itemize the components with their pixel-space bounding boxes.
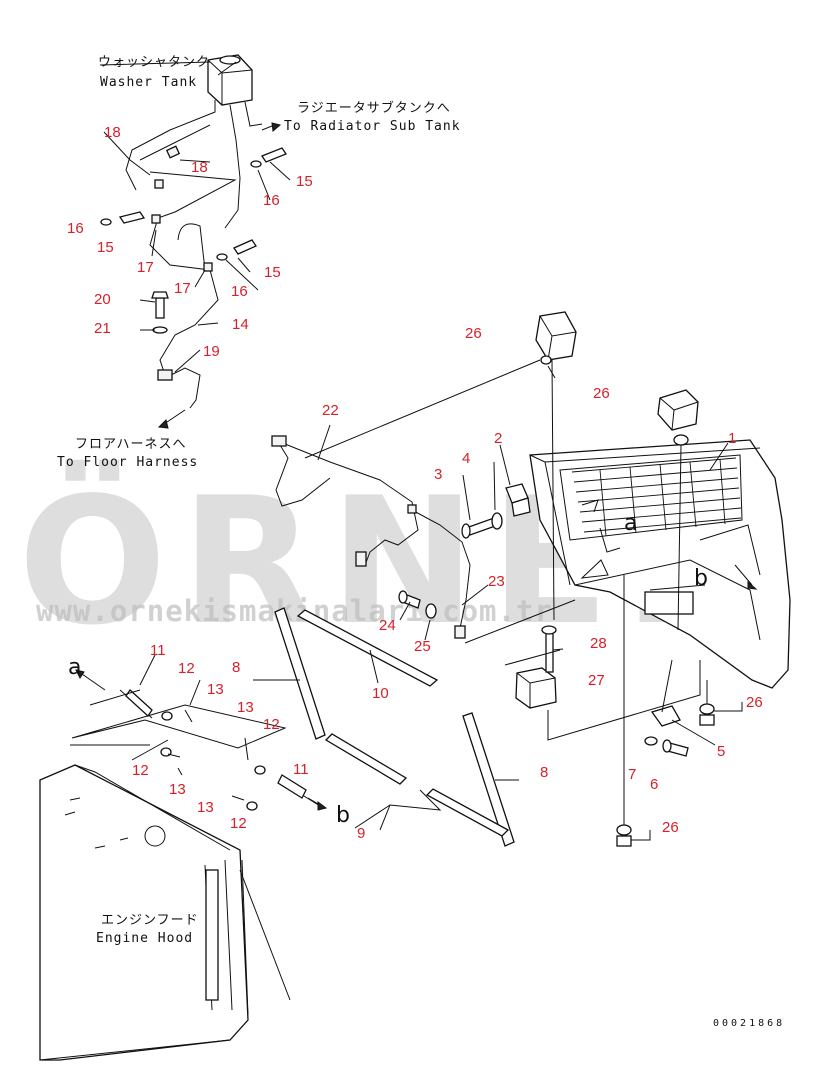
part-number-26: 26 bbox=[593, 385, 610, 402]
part-number-18: 18 bbox=[191, 159, 208, 176]
part-number-9: 9 bbox=[357, 825, 365, 842]
part-number-11: 11 bbox=[293, 761, 309, 778]
part-number-12: 12 bbox=[132, 762, 149, 779]
leader-lines bbox=[70, 131, 729, 831]
part-number-15: 15 bbox=[296, 173, 313, 190]
part-number-17: 17 bbox=[137, 259, 154, 276]
part-number-22: 22 bbox=[322, 402, 339, 419]
part-number-26: 26 bbox=[662, 819, 679, 836]
hood-cover-drawing bbox=[461, 311, 791, 847]
part-number-28: 28 bbox=[590, 635, 607, 652]
part-number-17: 17 bbox=[174, 280, 191, 297]
part-number-15: 15 bbox=[97, 239, 114, 256]
strips-and-fittings-drawing bbox=[71, 607, 515, 847]
part-number-2: 2 bbox=[494, 430, 502, 447]
part-number-26: 26 bbox=[746, 694, 763, 711]
washer-tank-label-jp: ウォッシャタンク bbox=[98, 55, 210, 70]
part-number-6: 6 bbox=[650, 776, 658, 793]
part-number-12: 12 bbox=[263, 716, 280, 733]
washer-tank-label-en: Washer Tank bbox=[100, 75, 197, 90]
part-number-13: 13 bbox=[197, 799, 214, 816]
part-number-24: 24 bbox=[379, 617, 396, 634]
part-number-14: 14 bbox=[232, 316, 249, 333]
floor-harness-label-en: To Floor Harness bbox=[57, 455, 198, 470]
part-number-21: 21 bbox=[94, 320, 111, 337]
radiator-label-en: To Radiator Sub Tank bbox=[284, 119, 461, 134]
part-number-16: 16 bbox=[67, 220, 84, 237]
ref-letter-a: a bbox=[624, 511, 637, 536]
part-number-callouts: 1 2 3 4 5 6 7 8 8 9 10 11 11 12 12 12 12… bbox=[67, 124, 763, 842]
part-number-20: 20 bbox=[94, 291, 111, 308]
part-number-13: 13 bbox=[237, 699, 254, 716]
ref-letter-a: a bbox=[68, 655, 81, 680]
part-number-5: 5 bbox=[717, 743, 725, 760]
ref-letter-b: b bbox=[336, 803, 350, 828]
part-number-8: 8 bbox=[232, 659, 240, 676]
engine-hood-drawing bbox=[39, 764, 291, 1061]
part-number-16: 16 bbox=[231, 283, 248, 300]
part-number-12: 12 bbox=[230, 815, 247, 832]
part-number-8: 8 bbox=[540, 764, 548, 781]
part-number-10: 10 bbox=[372, 685, 389, 702]
part-number-23: 23 bbox=[488, 573, 505, 590]
floor-harness-label-jp: フロアハーネスへ bbox=[75, 437, 186, 452]
part-number-13: 13 bbox=[169, 781, 186, 798]
ref-letter-b: b bbox=[694, 566, 708, 591]
radiator-label-jp: ラジエータサブタンクへ bbox=[297, 100, 451, 116]
part-number-19: 19 bbox=[203, 343, 220, 360]
part-number-7: 7 bbox=[628, 766, 636, 783]
part-number-11: 11 bbox=[150, 642, 166, 659]
part-number-13: 13 bbox=[207, 681, 224, 698]
harness-drawing bbox=[271, 359, 576, 666]
part-number-12: 12 bbox=[178, 660, 195, 677]
engine-hood-label-en: Engine Hood bbox=[96, 931, 193, 946]
part-number-16: 16 bbox=[263, 192, 280, 209]
part-number-1: 1 bbox=[728, 430, 736, 447]
part-number-3: 3 bbox=[434, 466, 442, 483]
watermark-url: www.ornekismakinalari.com.tr bbox=[36, 594, 553, 628]
part-number-25: 25 bbox=[414, 638, 431, 655]
part-number-18: 18 bbox=[104, 124, 121, 141]
document-number: 00021868 bbox=[713, 1018, 785, 1029]
engine-hood-label-jp: エンジンフード bbox=[101, 913, 199, 928]
part-number-4: 4 bbox=[462, 450, 470, 467]
part-number-15: 15 bbox=[264, 264, 281, 281]
washer-tank-drawing bbox=[99, 54, 287, 429]
part-number-27: 27 bbox=[588, 672, 605, 689]
part-number-26: 26 bbox=[465, 325, 482, 342]
